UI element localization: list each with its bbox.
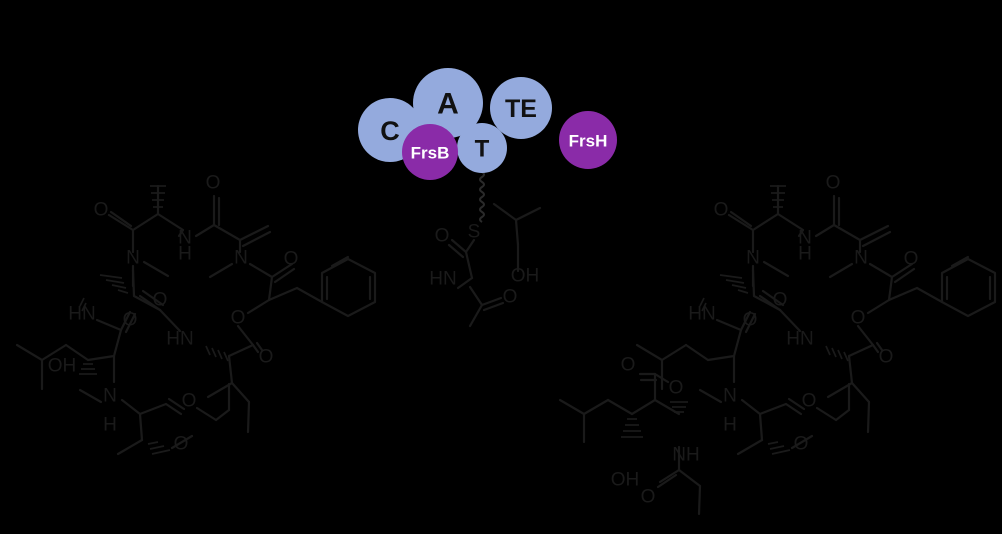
right-atom-label: OH [611, 470, 640, 491]
right-atom-label: O [669, 378, 684, 399]
left-atom-label: O [153, 290, 168, 311]
domain-label: TE [505, 95, 537, 123]
left-atom-label: N [234, 248, 248, 269]
structure-left-cyclic-depsipeptide [15, 184, 377, 456]
right-atom-label: O [826, 173, 841, 194]
ppant-arm-squiggle [479, 171, 485, 223]
right-atom-label: N [723, 386, 737, 407]
left-atom-label: N [126, 248, 140, 269]
domain-circle[interactable] [490, 77, 552, 139]
domain-label: T [475, 136, 490, 163]
domain-frsb[interactable]: FrsB [402, 124, 458, 180]
right-atom-label: O [851, 308, 866, 329]
domain-circle[interactable] [457, 123, 507, 173]
center-atom-label: HN [429, 269, 456, 290]
left-atom-label: O [259, 347, 274, 368]
center-atom-label: O [503, 287, 518, 308]
left-atom-label: O [231, 308, 246, 329]
domain-circle[interactable] [402, 124, 458, 180]
left-atom-label: N [178, 228, 192, 249]
right-atom-label: O [773, 290, 788, 311]
structure-right-depsipeptide [558, 184, 997, 516]
left-atom-label: O [206, 173, 221, 194]
right-atom-label: O [802, 391, 817, 412]
domain-t[interactable]: T [457, 123, 507, 173]
right-atom-label: O [714, 200, 729, 221]
domain-label: FrsH [569, 132, 608, 151]
right-atom-label: O [879, 347, 894, 368]
domain-a[interactable]: A [413, 68, 483, 138]
right-atom-label: O [904, 249, 919, 270]
domain-circle[interactable] [559, 111, 617, 169]
domain-label: A [437, 88, 459, 121]
right-atom-label: NH [672, 445, 699, 466]
left-atom-label: OH [48, 356, 77, 377]
domain-te[interactable]: TE [490, 77, 552, 139]
structure-center-intermediate [447, 202, 542, 328]
right-atom-label: HN [688, 304, 715, 325]
left-atom-label: H [178, 244, 192, 265]
center-atom-label: OH [511, 266, 540, 287]
right-atom-label: HN [786, 329, 813, 350]
left-atom-label: HN [68, 304, 95, 325]
left-atom-label: H [103, 415, 117, 436]
left-atom-label: O [94, 200, 109, 221]
domain-frsh[interactable]: FrsH [559, 111, 617, 169]
right-atom-label: O [794, 434, 809, 455]
right-atom-label: H [723, 415, 737, 436]
domain-circle[interactable] [413, 68, 483, 138]
left-atom-label: HN [166, 329, 193, 350]
left-atom-label: O [182, 391, 197, 412]
right-atom-label: N [798, 228, 812, 249]
right-atom-label: N [746, 248, 760, 269]
left-atom-label: N [103, 386, 117, 407]
left-atom-label: O [284, 249, 299, 270]
domain-label: C [380, 116, 400, 146]
right-atom-label: O [641, 487, 656, 508]
center-atom-label: S [468, 222, 481, 243]
right-atom-label: O [621, 355, 636, 376]
right-atom-label: H [798, 244, 812, 265]
center-atom-label: O [435, 226, 450, 247]
right-atom-label: N [854, 248, 868, 269]
domain-label: FrsB [411, 144, 450, 163]
left-atom-label: O [123, 310, 138, 331]
left-atom-label: O [174, 434, 189, 455]
right-atom-label: O [743, 310, 758, 331]
